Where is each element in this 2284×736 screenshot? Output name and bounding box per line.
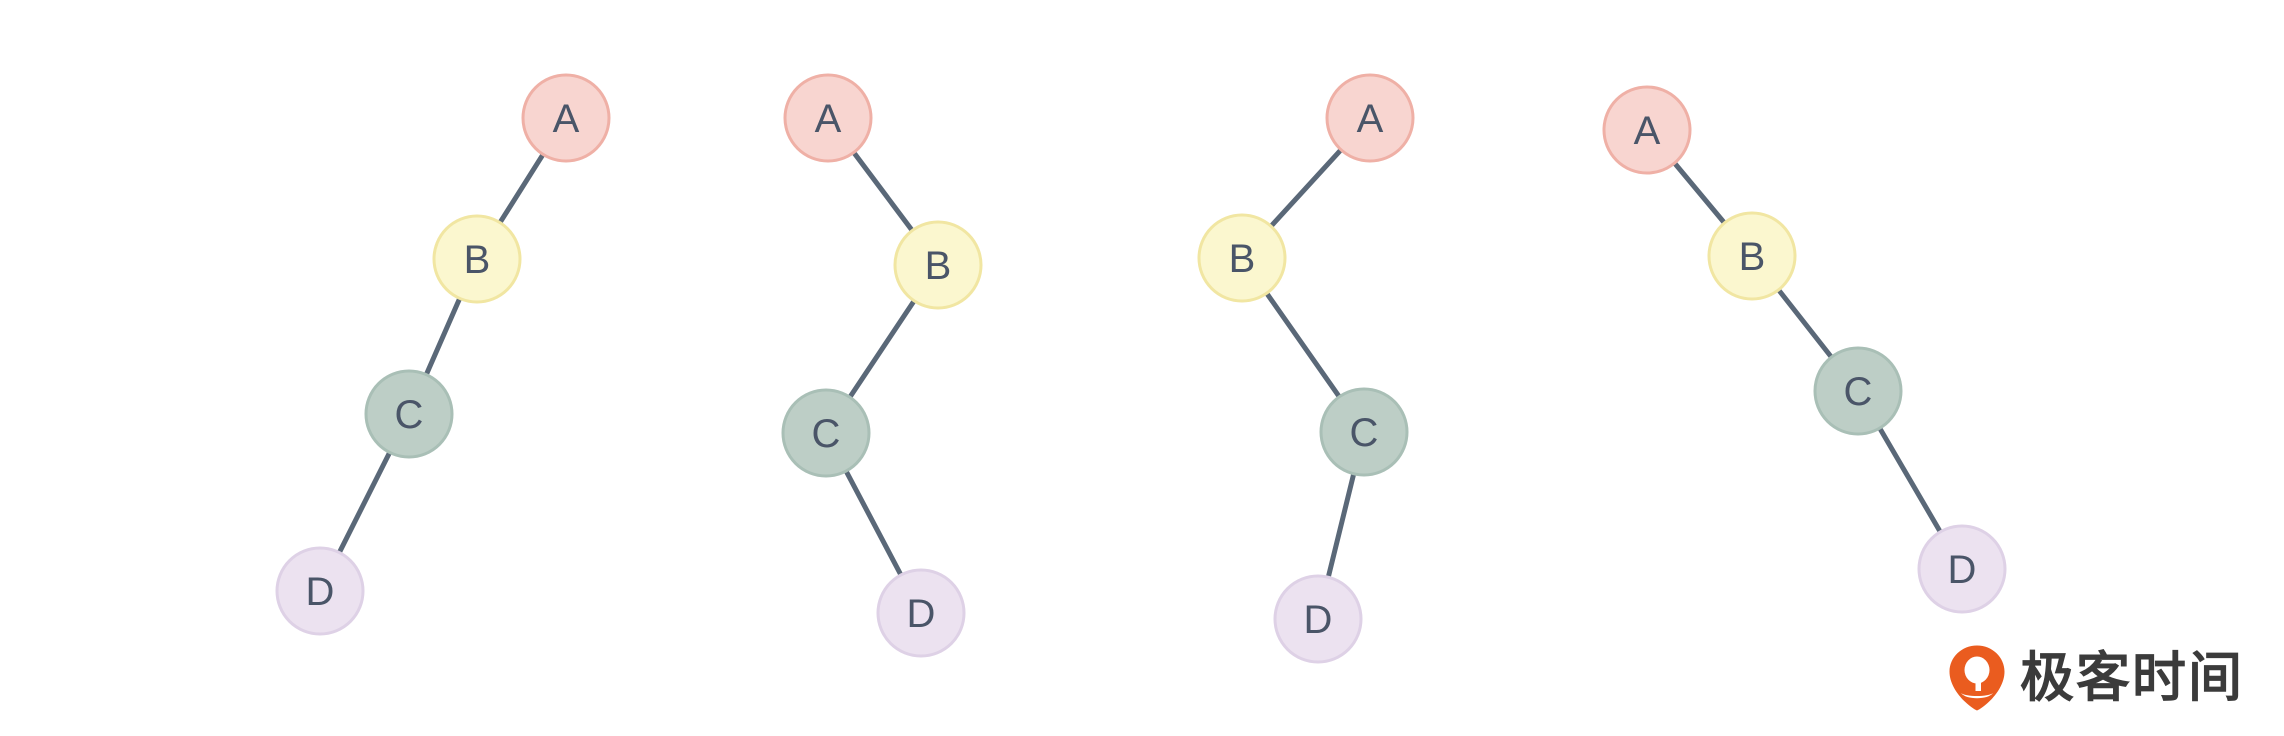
node-circle[interactable]: [1917, 524, 2007, 614]
tree-node-c[interactable]: C: [1319, 387, 1409, 477]
node-circle[interactable]: [521, 73, 611, 163]
tree-node-a[interactable]: A: [783, 73, 873, 163]
watermark: 极客时间: [1948, 644, 2244, 712]
node-circle[interactable]: [781, 388, 871, 478]
geektime-pin-logo-icon: [1949, 645, 2005, 711]
tree-node-c[interactable]: C: [781, 388, 871, 478]
node-circle[interactable]: [275, 546, 365, 636]
tree-edge: [1263, 289, 1343, 401]
tree-edge: [1325, 469, 1357, 582]
node-circle[interactable]: [1813, 346, 1903, 436]
tree-edge: [1774, 285, 1836, 362]
node-circle[interactable]: [1707, 211, 1797, 301]
tree-edge: [846, 296, 918, 402]
node-circle[interactable]: [893, 220, 983, 310]
tree-edge: [496, 150, 547, 227]
tree-node-b[interactable]: B: [1707, 211, 1797, 301]
tree-node-a[interactable]: A: [1602, 85, 1692, 175]
node-circle[interactable]: [1602, 85, 1692, 175]
tree-edge: [850, 148, 916, 235]
node-circle[interactable]: [876, 568, 966, 658]
node-circle[interactable]: [1197, 213, 1287, 303]
tree-node-a[interactable]: A: [1325, 73, 1415, 163]
tree-edge: [1267, 145, 1345, 231]
tree-node-d[interactable]: D: [1917, 524, 2007, 614]
tree-node-b[interactable]: B: [432, 214, 522, 304]
node-circle[interactable]: [1319, 387, 1409, 477]
watermark-brand-text: 极客时间: [2020, 648, 2244, 708]
tree-node-b[interactable]: B: [1197, 213, 1287, 303]
edges-layer: [335, 145, 1944, 582]
tree-edge: [335, 448, 394, 557]
tree-node-d[interactable]: D: [275, 546, 365, 636]
node-circle[interactable]: [1325, 73, 1415, 163]
tree-node-c[interactable]: C: [364, 369, 454, 459]
tree-node-a[interactable]: A: [521, 73, 611, 163]
tree-node-d[interactable]: D: [1273, 574, 1363, 664]
tree-node-d[interactable]: D: [876, 568, 966, 658]
tree-node-c[interactable]: C: [1813, 346, 1903, 436]
tree-edge: [422, 294, 464, 379]
tree-edge: [842, 466, 905, 580]
node-circle[interactable]: [432, 214, 522, 304]
tree-edge: [1876, 423, 1944, 537]
tree-node-b[interactable]: B: [893, 220, 983, 310]
node-circle[interactable]: [783, 73, 873, 163]
node-circle[interactable]: [364, 369, 454, 459]
tree-edge: [1670, 158, 1729, 228]
node-circle[interactable]: [1273, 574, 1363, 664]
